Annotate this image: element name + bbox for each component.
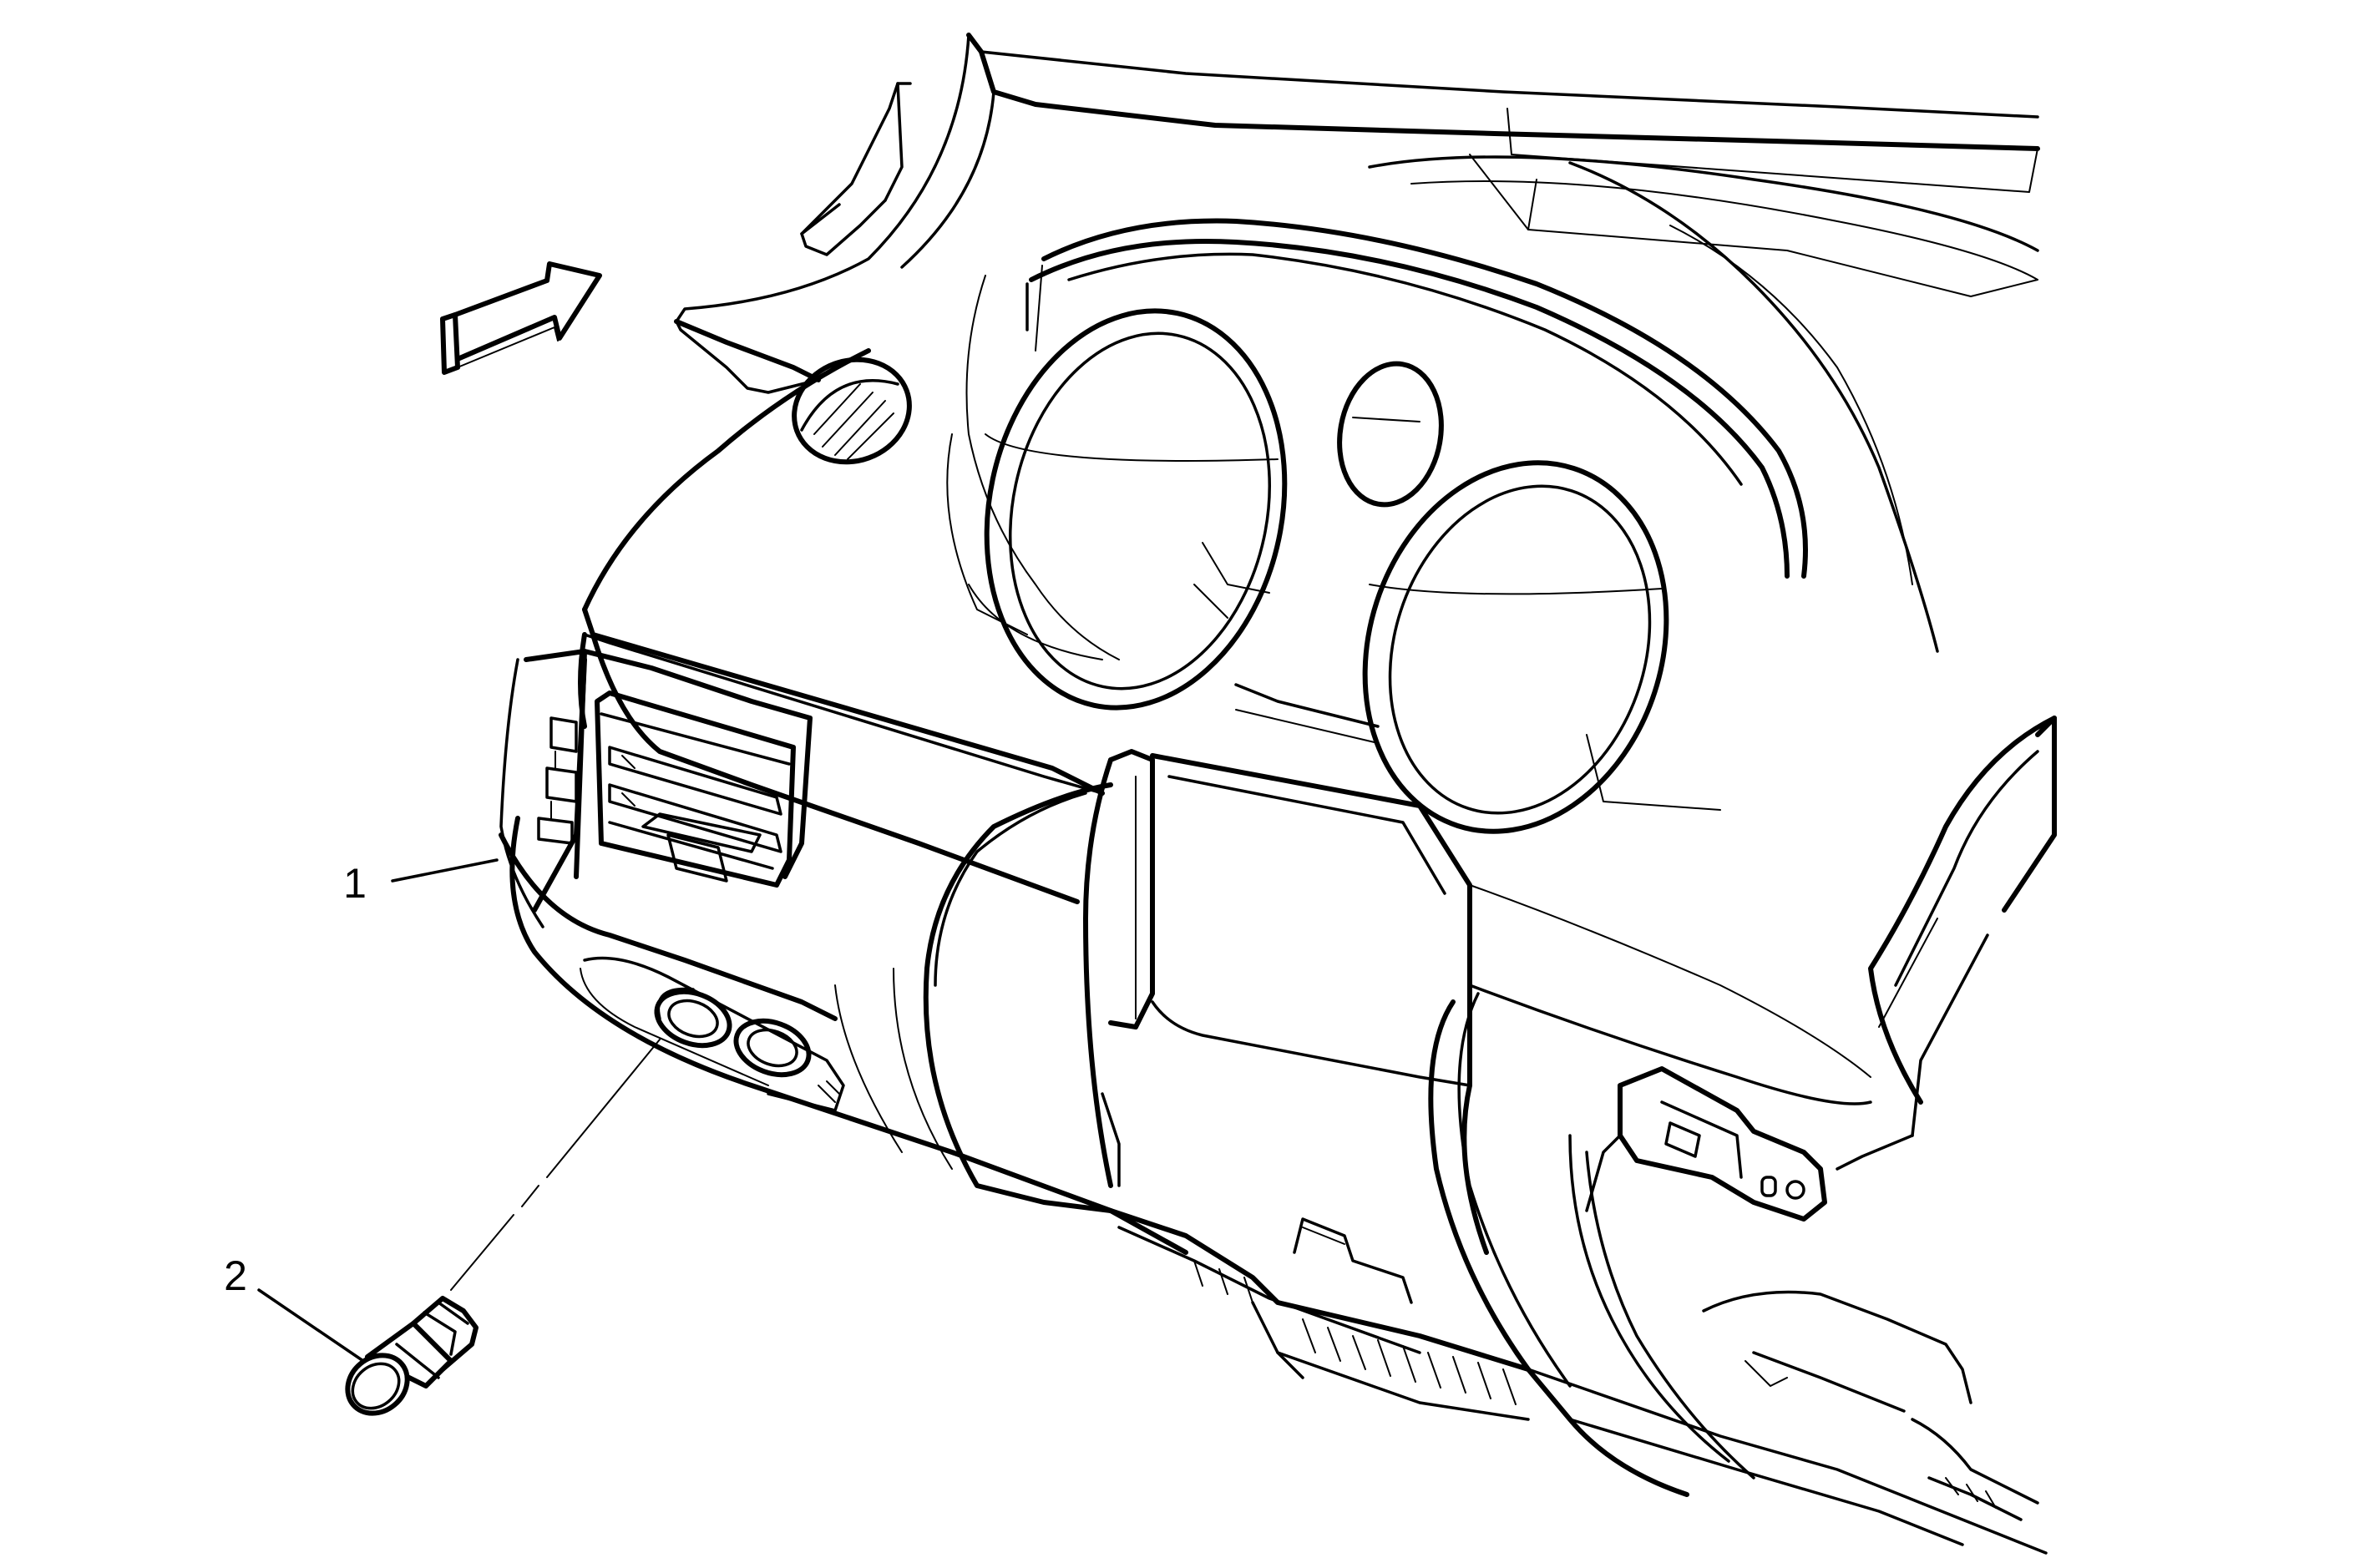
lower-right-strip xyxy=(1527,1290,2048,1555)
center-small-gauge xyxy=(1337,361,1444,508)
switch-socket-housing xyxy=(580,956,845,1112)
callout-2: 2 xyxy=(224,1252,365,1363)
installation-centerline xyxy=(450,1039,661,1291)
switch-component xyxy=(345,1296,479,1416)
dash-right-side xyxy=(1468,716,2057,1171)
right-mounting-bracket xyxy=(1585,1066,1827,1222)
callout-1-label: 1 xyxy=(343,860,367,907)
left-air-vent xyxy=(595,690,796,888)
dash-upper-body xyxy=(582,275,1120,796)
left-trim-band xyxy=(834,782,1113,1213)
center-stack-opening xyxy=(1083,749,1472,1188)
round-defroster-vent xyxy=(792,357,912,465)
front-direction-arrow-icon xyxy=(440,261,602,375)
vent-side-tabs xyxy=(537,716,578,845)
speedometer-gauge xyxy=(984,308,1288,711)
callout-2-label: 2 xyxy=(224,1252,247,1299)
callout-1: 1 xyxy=(343,858,499,907)
lower-dash-edge xyxy=(509,632,1531,1421)
dash-top-pad xyxy=(675,33,2040,323)
left-instrument-panel-housing xyxy=(499,649,838,1021)
center-trim-band xyxy=(1428,992,1755,1497)
lower-ribs xyxy=(1193,1260,1517,1405)
instrument-cluster-hood xyxy=(1025,161,1939,653)
tachometer-gauge xyxy=(1234,460,1721,834)
dash-left-end-cap xyxy=(674,82,912,394)
